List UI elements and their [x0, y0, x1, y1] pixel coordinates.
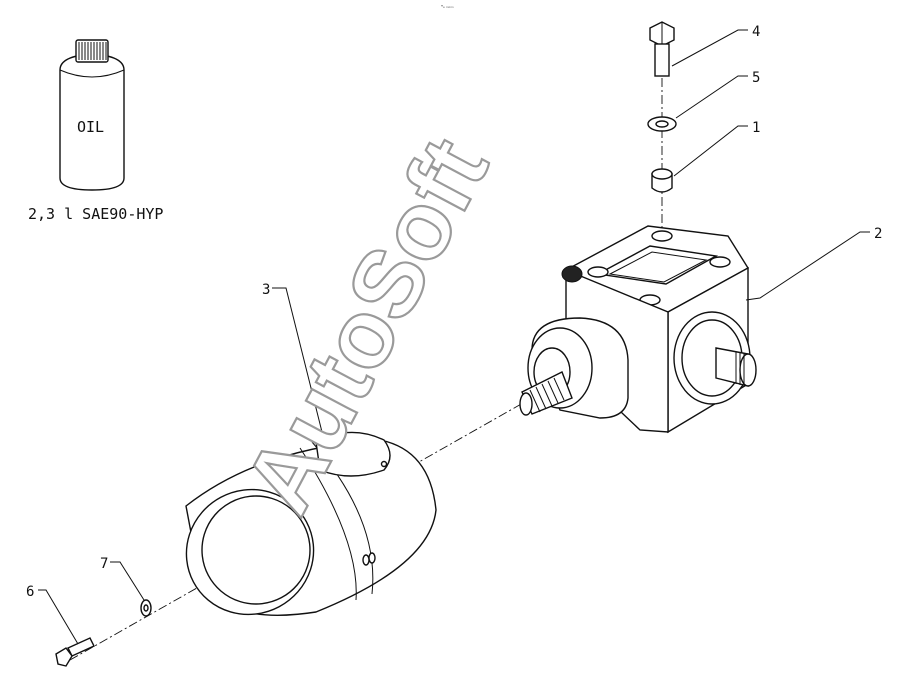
tiny-mark: ᴹₑ ₘₘₘ — [441, 4, 454, 9]
callout-2: 2 — [874, 226, 882, 242]
bolt-part-4 — [649, 21, 675, 77]
callout-leaders — [38, 29, 870, 645]
callout-3: 3 — [262, 282, 270, 298]
oil-label: OIL — [77, 118, 104, 136]
bolt-part-6 — [55, 637, 95, 667]
oil-bottle: OIL — [59, 39, 125, 191]
callout-1: 1 — [752, 120, 760, 136]
washer-part-5 — [647, 116, 677, 132]
callout-5: 5 — [752, 70, 760, 86]
oil-spec: 2,3 l SAE90-HYP — [28, 205, 163, 223]
callout-6: 6 — [26, 584, 34, 600]
plug-part-1 — [651, 168, 673, 193]
callout-7: 7 — [100, 556, 108, 572]
callout-4: 4 — [752, 24, 760, 40]
washer-part-7 — [140, 599, 152, 617]
gearbox-part-2 — [519, 225, 757, 434]
main-axis-line — [69, 381, 561, 661]
guard-part-3 — [185, 431, 437, 616]
